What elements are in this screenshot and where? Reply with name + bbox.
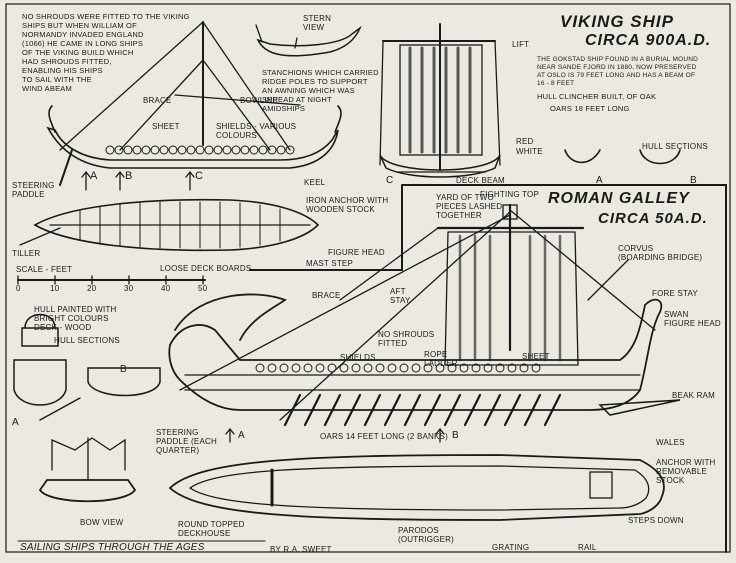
viking-mark-b: B — [125, 170, 133, 182]
roman-mark-b: B — [452, 430, 459, 441]
gokstad-note: THE GOKSTAD SHIP FOUND IN A BURIAL MOUND… — [537, 56, 699, 87]
scale-bar — [17, 275, 206, 285]
roman-section-b-label: B — [120, 364, 127, 375]
lift-label: LIFT — [512, 40, 530, 49]
viking-shields-label: SHIELDS - VARIOUS COLOURS — [216, 122, 297, 140]
scale-tick-10: 10 — [50, 284, 60, 293]
anchor-label: ANCHOR WITH REMOVABLE STOCK — [656, 458, 716, 485]
bowline-label: BOWLINE — [240, 96, 279, 105]
steps-down-label: STEPS DOWN — [628, 516, 684, 525]
roman-section-border — [249, 184, 727, 553]
roman-shields-label: SHIELDS — [340, 353, 376, 362]
viking-brace-label: BRACE — [143, 96, 172, 105]
white-label: WHITE — [516, 147, 543, 156]
roman-oars-label: OARS 14 FEET LONG (2 BANKS) — [320, 432, 448, 441]
rope-ladder-label: ROPE LADDER — [424, 350, 458, 368]
section-c-label: C — [386, 175, 394, 186]
stern-view-label: STERN VIEW — [303, 14, 332, 32]
viking-front-view — [379, 23, 501, 178]
viking-oars-note: OARS 18 FEET LONG — [550, 104, 630, 113]
section-a-label: A — [596, 175, 603, 186]
roman-hull-sections-label: HULL SECTIONS — [54, 336, 120, 345]
wales-label: WALES — [656, 438, 685, 447]
scale-feet-label: SCALE - FEET — [16, 265, 73, 274]
iron-anchor-label: IRON ANCHOR WITH WOODEN STOCK — [306, 196, 389, 214]
viking-intro-note: NO SHROUDS WERE FITTED TO THE VIKING SHI… — [22, 12, 190, 93]
viking-mark-a: A — [90, 170, 98, 182]
viking-side-view — [46, 21, 342, 191]
figure-head-label: FIGURE HEAD — [328, 248, 385, 257]
viking-plan-view — [19, 198, 320, 252]
keel-label: KEEL — [304, 178, 326, 187]
footer-byline: BY R.A. SWEET — [270, 545, 332, 554]
roman-steering-paddle-label: STEERING PADDLE (EACH QUARTER) — [156, 428, 217, 455]
scale-tick-50: 50 — [198, 284, 208, 293]
rail-label: RAIL — [578, 543, 597, 552]
stanchions-label: STANCHIONS WHICH CARRIED RIDGE POLES TO … — [262, 68, 379, 113]
grating-label: GRATING — [492, 543, 530, 552]
viking-hull-sections-label: HULL SECTIONS — [642, 142, 708, 151]
section-b-label: B — [690, 175, 697, 186]
scale-tick-40: 40 — [161, 284, 171, 293]
viking-hull-sections — [564, 149, 681, 165]
roman-plan-view — [168, 454, 665, 521]
viking-sheet-label: SHEET — [152, 122, 180, 131]
viking-mark-c: C — [195, 170, 204, 182]
deck-beam-label: DECK BEAM — [456, 176, 505, 185]
viking-stern-view — [255, 24, 362, 57]
scale-tick-20: 20 — [87, 284, 97, 293]
beak-ram-label: BEAK RAM — [672, 391, 715, 400]
deckhouse-label: ROUND TOPPED DECKHOUSE — [178, 520, 245, 538]
loose-deck-boards-label: LOOSE DECK BOARDS — [160, 264, 252, 273]
footer-title: SAILING SHIPS THROUGH THE AGES — [20, 542, 205, 553]
red-label: RED — [516, 137, 534, 146]
no-shrouds-label: NO SHROUDS FITTED — [378, 330, 435, 348]
roman-sheet-label: SHEET — [522, 352, 550, 361]
roman-side-view — [168, 203, 681, 443]
roman-hull-sections — [13, 313, 161, 421]
yard-label: YARD OF TWO PIECES LASHED TOGETHER — [436, 193, 503, 220]
swan-figurehead-label: SWAN FIGURE HEAD — [664, 310, 721, 328]
bow-view — [38, 437, 137, 503]
tiller-label: TILLER — [12, 249, 41, 258]
viking-title: VIKING SHIP — [560, 12, 674, 31]
hull-build-note: HULL CLINCHER BUILT, OF OAK — [537, 92, 657, 101]
roman-brace-label: BRACE — [312, 291, 341, 300]
fore-stay-label: FORE STAY — [652, 289, 698, 298]
scale-tick-0: 0 — [16, 284, 21, 293]
roman-date: CIRCA 50A.D. — [598, 210, 708, 227]
viking-steering-paddle-label: STEERING PADDLE — [12, 181, 55, 199]
corvus-label: CORVUS (BOARDING BRIDGE) — [618, 244, 703, 262]
roman-title: ROMAN GALLEY — [548, 190, 690, 207]
viking-date: CIRCA 900A.D. — [585, 32, 712, 49]
aft-stay-label: AFT STAY — [390, 287, 411, 305]
hull-painted-label: HULL PAINTED WITH BRIGHT COLOURS DECK - … — [34, 305, 117, 332]
bow-view-label: BOW VIEW — [80, 518, 124, 527]
fighting-top-label: FIGHTING TOP — [480, 190, 539, 199]
mast-step-label: MAST STEP — [306, 259, 353, 268]
roman-section-a-label: A — [12, 417, 19, 428]
scale-tick-30: 30 — [124, 284, 134, 293]
parodos-label: PARODOS (OUTRIGGER) — [398, 526, 454, 544]
roman-mark-a: A — [238, 430, 245, 441]
